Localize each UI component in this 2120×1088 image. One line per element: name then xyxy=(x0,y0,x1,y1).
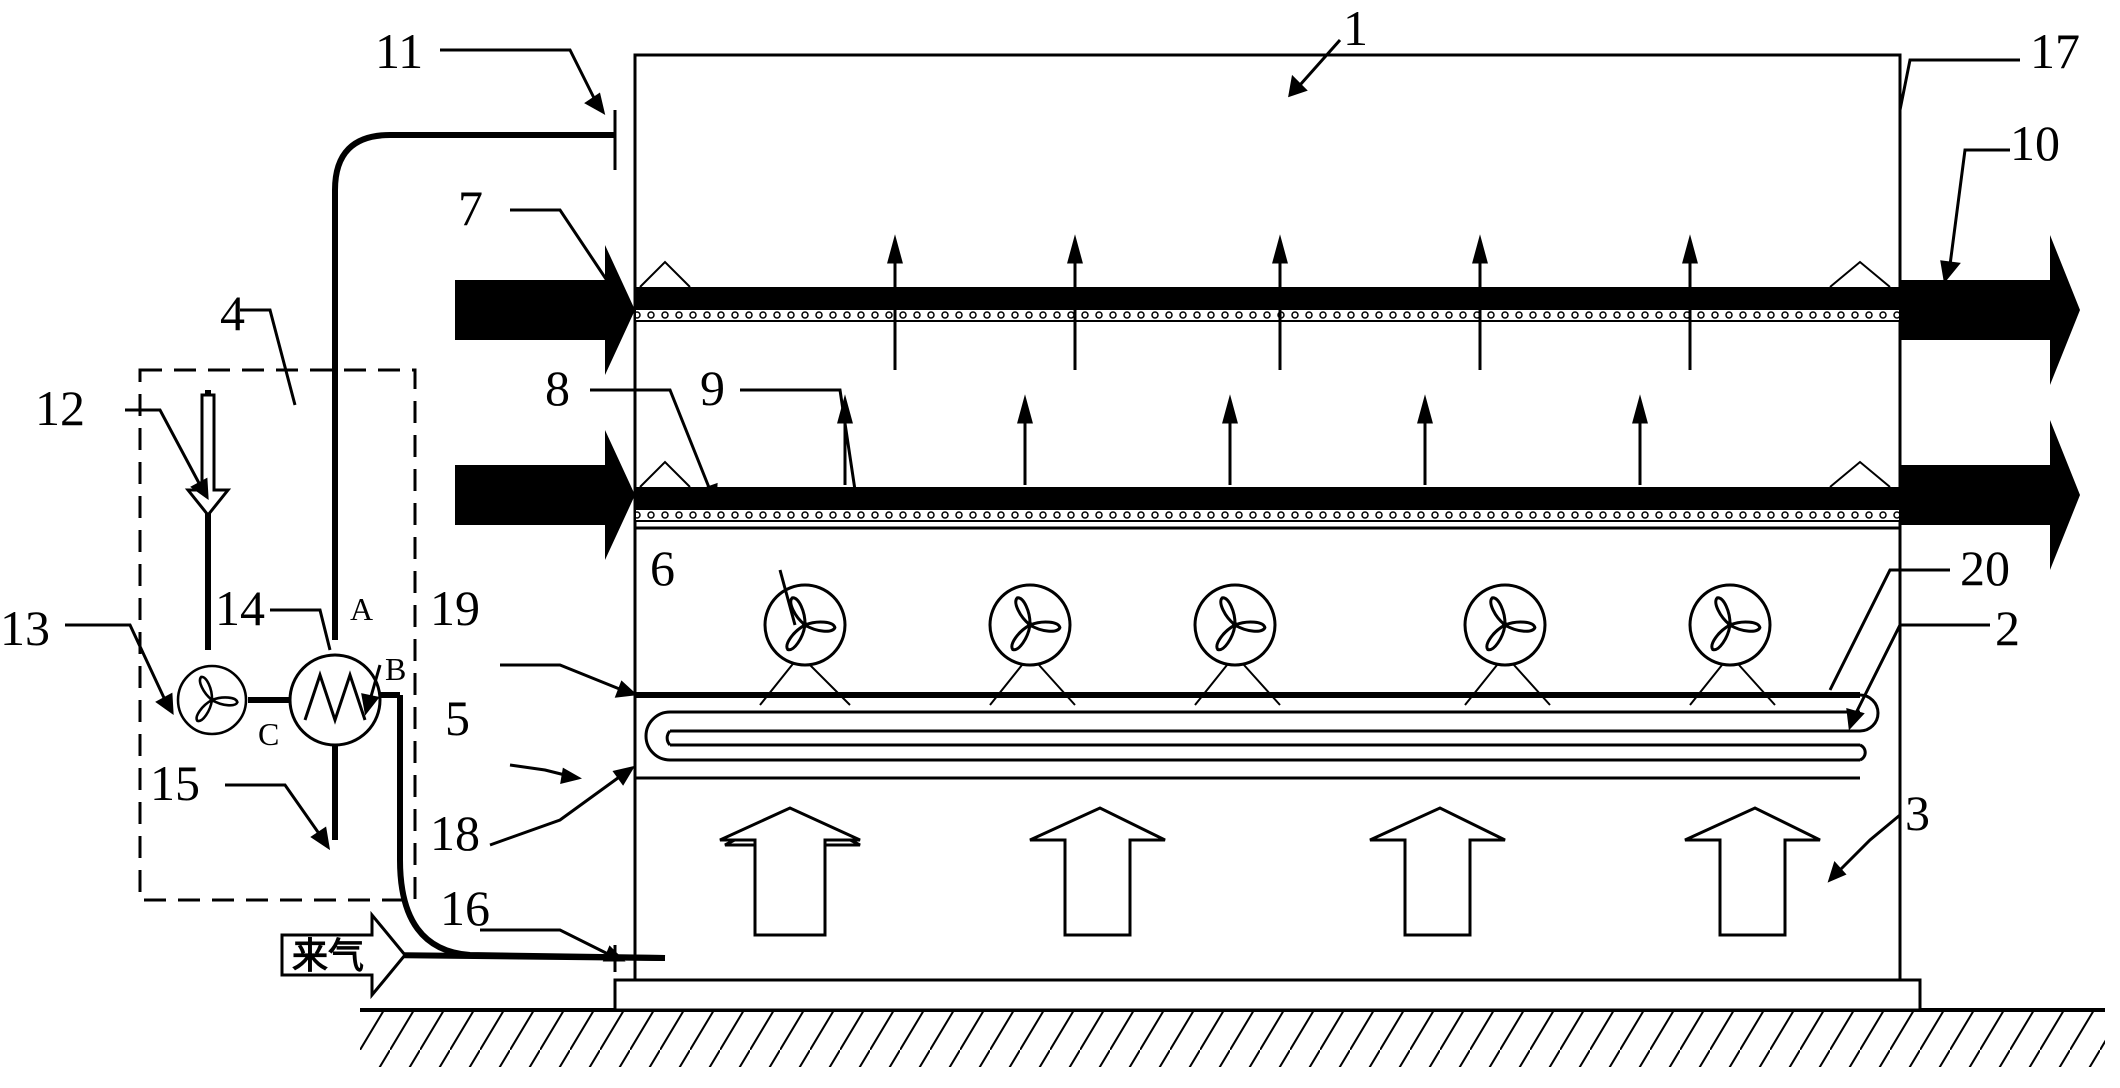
label-15: 15 xyxy=(150,755,200,811)
upper-conveyor xyxy=(455,235,2080,385)
label-18: 18 xyxy=(430,805,480,861)
label-8: 8 xyxy=(545,360,570,416)
port-c-label: C xyxy=(258,716,279,752)
gas-inlet-label: 来气 xyxy=(292,936,364,977)
base-plate xyxy=(613,978,1922,1012)
label-20: 20 xyxy=(1960,540,2010,596)
label-2: 2 xyxy=(1995,600,2020,656)
compressor xyxy=(288,653,382,747)
label-17: 17 xyxy=(2030,23,2080,79)
label-4: 4 xyxy=(220,285,245,341)
label-6: 6 xyxy=(650,540,675,596)
gas-inlet-arrow xyxy=(280,910,407,1000)
label-16: 16 xyxy=(440,880,490,936)
label-11: 11 xyxy=(375,23,423,79)
heat-exchange-coil xyxy=(633,692,1880,780)
lower-conveyor xyxy=(455,420,2080,570)
label-19: 19 xyxy=(430,580,480,636)
label-3: 3 xyxy=(1905,785,1930,841)
label-1: 1 xyxy=(1343,0,1368,56)
port-a-label: A xyxy=(350,591,373,627)
hot-air-arrows xyxy=(719,806,1821,937)
ground xyxy=(360,1008,2105,1067)
heat-pump-unit-box xyxy=(138,368,417,902)
label-9: 9 xyxy=(700,360,725,416)
port-b-label: B xyxy=(385,651,406,687)
label-12: 12 xyxy=(35,380,85,436)
vapor-arrows xyxy=(837,234,1698,485)
evaporator-fan xyxy=(176,664,248,736)
leader-lines xyxy=(65,39,2020,962)
label-13: 13 xyxy=(0,600,50,656)
label-10: 10 xyxy=(2010,115,2060,171)
label-5: 5 xyxy=(445,690,470,746)
label-14: 14 xyxy=(215,580,265,636)
label-7: 7 xyxy=(458,180,483,236)
fan-row xyxy=(759,583,1776,706)
